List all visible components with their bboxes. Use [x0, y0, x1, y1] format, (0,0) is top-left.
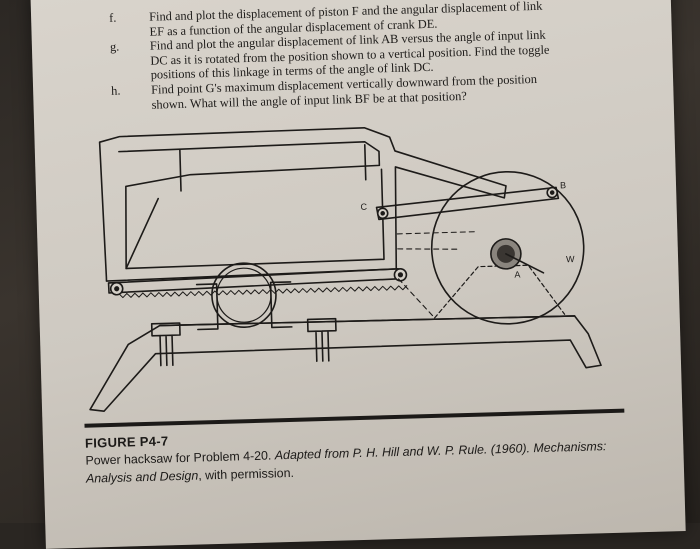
- blade-teeth: [118, 285, 408, 299]
- saw-frame-outer: [98, 126, 507, 282]
- hacksaw-blade: [107, 268, 400, 294]
- connecting-rod: [375, 186, 560, 221]
- saw-frame-top-bar: [179, 143, 367, 192]
- point-label-w: W: [566, 254, 575, 264]
- vise-screw-left: [150, 322, 181, 367]
- wheel-support: [434, 264, 566, 319]
- frame-diagonal: [125, 197, 160, 270]
- base-top-rail: [158, 315, 576, 327]
- point-label-c: C: [360, 202, 367, 212]
- vise-screw-right: [306, 317, 337, 362]
- vise-jaw-left: [195, 283, 219, 331]
- base-frame: [89, 315, 602, 412]
- workpiece-bar: [211, 262, 277, 328]
- motor-dashed-outline: [396, 231, 478, 319]
- crank-arm-a: [505, 253, 545, 274]
- textbook-page: f. Find and plot the displacement of pis…: [30, 0, 686, 549]
- saw-frame-inner: [118, 140, 385, 270]
- hacksaw-mechanism-figure: B C A W: [89, 126, 602, 412]
- vise-jaw-right: [269, 281, 293, 329]
- point-label-b: B: [560, 180, 566, 190]
- drive-wheel: [430, 171, 585, 325]
- figure-caption: FIGURE P4-7 Power hacksaw for Problem 4-…: [85, 420, 646, 487]
- point-label-a: A: [514, 269, 520, 279]
